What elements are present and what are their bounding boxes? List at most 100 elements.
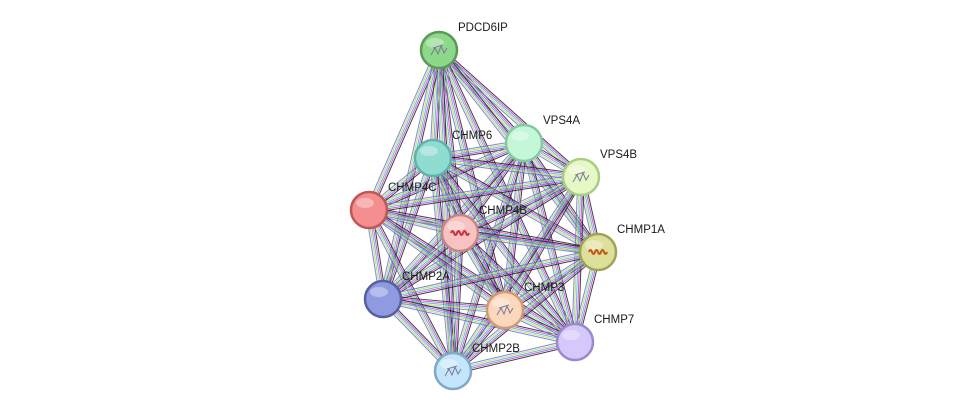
node-label: PDCD6IP: [458, 22, 508, 34]
edge-line: [382, 298, 576, 343]
edges-layer: [365, 47, 602, 375]
edge-line: [383, 296, 506, 309]
edge-chmp2a-chmp3: [382, 295, 506, 314]
edge-line: [453, 343, 576, 374]
node-circle[interactable]: [413, 138, 453, 178]
edge-line: [380, 49, 438, 299]
edge-chmp1a-chmp2a: [382, 248, 599, 303]
node-chmp4b[interactable]: CHMP4B: [440, 205, 527, 253]
edge-line: [369, 208, 577, 342]
edge-line: [460, 177, 582, 235]
edge-line: [432, 157, 599, 253]
edge-line: [369, 178, 582, 213]
node-circle[interactable]: [504, 123, 544, 163]
edge-line: [455, 233, 464, 372]
edge-line: [432, 160, 581, 181]
edge-line: [572, 176, 580, 342]
edge-line: [460, 230, 599, 251]
edge-line: [438, 49, 582, 178]
node-highlight: [511, 131, 529, 141]
edge-line: [382, 248, 598, 297]
node-chmp7[interactable]: CHMP7: [555, 314, 634, 362]
edge-line: [383, 254, 599, 303]
node-highlight: [562, 330, 580, 340]
edge-vps4a-chmp1a: [520, 140, 602, 255]
node-vps4a[interactable]: VPS4A: [504, 115, 580, 163]
edge-line: [383, 296, 576, 341]
edge-line: [571, 176, 579, 342]
edge-chmp6-chmp2a: [379, 156, 437, 301]
edge-line: [367, 210, 575, 344]
edge-line: [370, 50, 441, 211]
edge-line: [432, 157, 576, 343]
edge-line: [520, 144, 596, 255]
edge-line: [459, 234, 598, 255]
edge-line: [522, 143, 598, 254]
node-highlight: [370, 287, 388, 297]
edge-line: [369, 206, 599, 250]
edge-pdcd6ip-chmp4c: [365, 48, 443, 212]
edge-line: [526, 140, 602, 251]
edge-line: [368, 142, 525, 211]
edge-line: [369, 144, 525, 212]
node-highlight: [447, 221, 465, 231]
edge-line: [452, 176, 582, 372]
edge-line: [440, 49, 463, 233]
edge-line: [452, 142, 525, 372]
edge-line: [524, 141, 600, 252]
node-label: CHMP7: [594, 314, 634, 326]
edge-line: [370, 206, 577, 340]
edge-line: [461, 230, 578, 341]
edge-line: [435, 50, 451, 372]
node-chmp2b[interactable]: CHMP2B: [433, 343, 520, 391]
edge-line: [449, 141, 522, 371]
node-pdcd6ip[interactable]: PDCD6IP: [419, 22, 508, 70]
edge-line: [461, 179, 583, 237]
edge-line: [382, 298, 506, 311]
node-chmp2a[interactable]: CHMP2A: [363, 271, 450, 319]
edge-line: [384, 179, 583, 303]
edge-line: [523, 142, 599, 253]
edge-line: [454, 254, 601, 374]
node-label: CHMP4B: [479, 205, 527, 217]
edge-line: [432, 157, 582, 178]
node-circle[interactable]: [555, 322, 595, 362]
edge-line: [383, 295, 506, 308]
node-chmp4c[interactable]: CHMP4C: [349, 182, 437, 230]
edge-line: [458, 233, 575, 344]
edge-line: [459, 176, 582, 234]
edge-line: [382, 300, 505, 313]
edge-line: [459, 175, 581, 233]
edge-line: [431, 158, 575, 344]
node-label: CHMP6: [452, 130, 492, 142]
edge-chmp7-chmp2b: [452, 338, 576, 375]
node-highlight: [356, 198, 374, 208]
node-chmp3[interactable]: CHMP3: [485, 282, 564, 330]
edge-line: [383, 253, 599, 302]
edge-line: [379, 156, 431, 299]
node-chmp6[interactable]: CHMP6: [413, 130, 492, 178]
edge-line: [437, 50, 581, 179]
edge-line: [382, 300, 575, 345]
node-label: CHMP2A: [402, 271, 450, 283]
edge-line: [368, 176, 582, 211]
edge-line: [452, 341, 576, 372]
node-chmp1a[interactable]: CHMP1A: [578, 224, 665, 272]
edge-line: [384, 158, 435, 300]
node-vps4b[interactable]: VPS4B: [561, 149, 637, 197]
edge-line: [368, 174, 581, 209]
edge-line: [381, 175, 581, 299]
edge-line: [440, 47, 584, 175]
protein-structure-icon: [588, 249, 608, 255]
edge-line: [458, 173, 580, 231]
protein-structure-icon: [430, 44, 448, 56]
node-circle[interactable]: [363, 279, 403, 319]
edge-line: [459, 232, 599, 253]
node-circle[interactable]: [349, 190, 389, 230]
node-highlight: [568, 165, 586, 175]
edge-line: [452, 338, 575, 369]
edge-line: [433, 156, 577, 342]
edge-line: [460, 231, 577, 342]
edge-line: [368, 173, 581, 208]
